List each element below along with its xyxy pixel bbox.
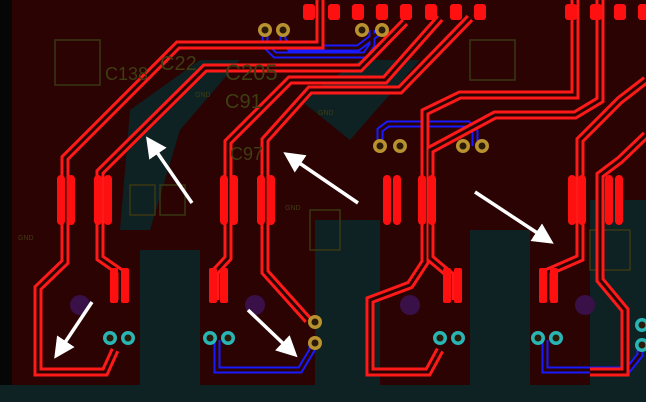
trace-gap — [36, 0, 322, 374]
trace-gap — [590, 133, 646, 374]
via-hole — [534, 334, 542, 342]
smd-pads — [57, 175, 623, 303]
arrow-icon — [54, 301, 94, 359]
via-hole — [106, 334, 114, 342]
via-hole — [454, 334, 462, 342]
via-hole — [638, 341, 646, 349]
via-hole — [459, 142, 467, 150]
arrow-icon — [246, 308, 298, 358]
via-hole — [124, 334, 132, 342]
vias-teal — [103, 318, 646, 352]
arrow-icon — [146, 136, 194, 204]
connector-pads — [303, 4, 646, 20]
silk-label: GND — [195, 92, 211, 99]
via-hole — [478, 142, 486, 150]
silkscreen-layer: C205 C91 C22 GND GND GND GND C138 C97 — [18, 53, 334, 242]
trace-gap — [368, 0, 577, 374]
via-hole — [206, 334, 214, 342]
silk-label: C205 — [225, 60, 278, 85]
via-hole — [552, 334, 560, 342]
trace-gap — [263, 16, 472, 322]
via-hole — [279, 26, 287, 34]
via-hole — [261, 26, 269, 34]
silk-label: GND — [18, 235, 34, 242]
component-outlines — [54, 39, 631, 271]
silk-label: C91 — [225, 91, 262, 113]
via-hole — [396, 142, 404, 150]
silk-label: GND — [318, 110, 334, 117]
via-hole — [436, 334, 444, 342]
silk-label: C97 — [230, 144, 263, 164]
via-hole — [378, 26, 386, 34]
silk-label: C22 — [160, 53, 197, 75]
via-hole — [224, 334, 232, 342]
vias — [258, 23, 489, 350]
silk-label: C138 — [105, 64, 148, 84]
via-hole — [311, 318, 319, 326]
annotation-arrows — [54, 136, 554, 359]
silk-label: GND — [285, 205, 301, 212]
canvas-edge — [0, 0, 12, 402]
arrow-icon — [283, 152, 359, 205]
via-hole — [358, 26, 366, 34]
via-hole — [638, 321, 646, 329]
arrow-icon — [474, 190, 554, 244]
trace-gap — [98, 20, 407, 300]
via-hole — [376, 142, 384, 150]
via-hole — [311, 339, 319, 347]
